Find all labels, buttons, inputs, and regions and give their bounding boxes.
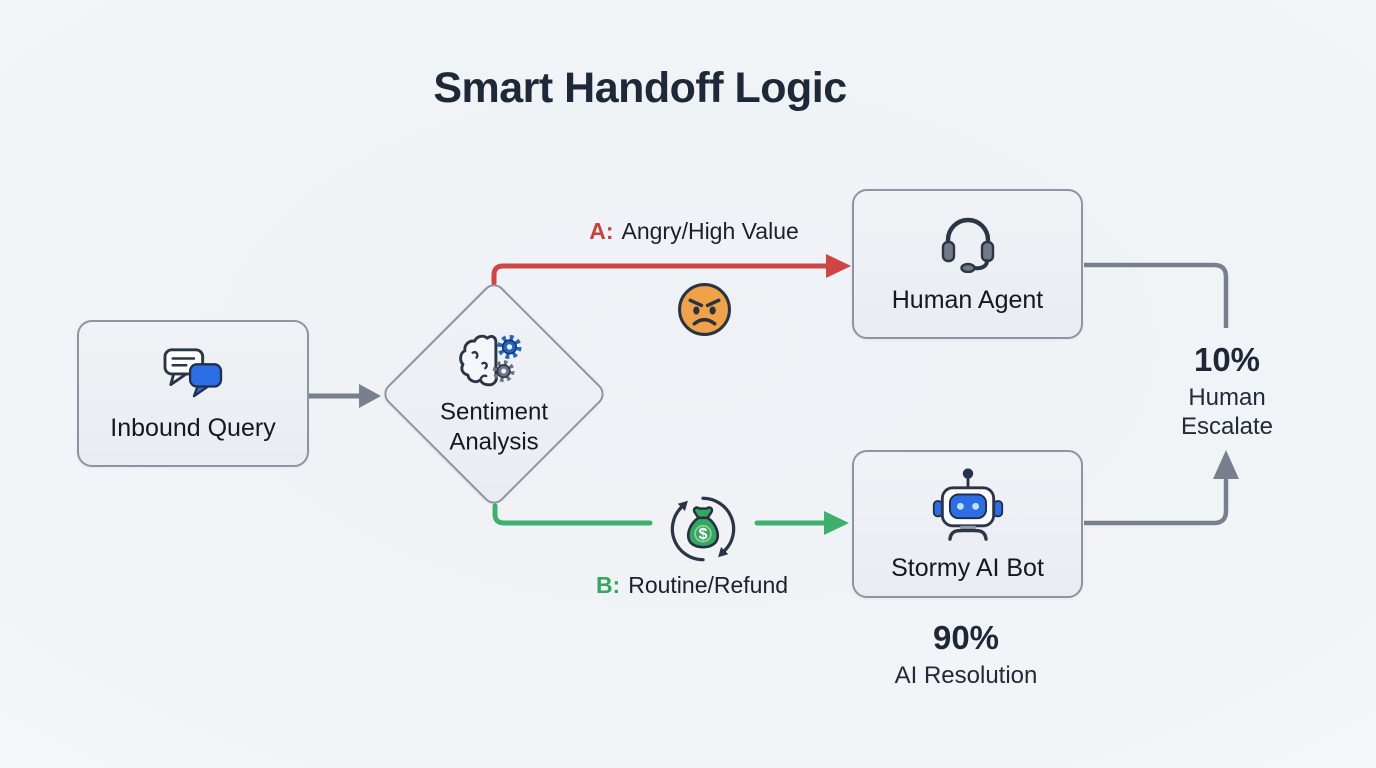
edge-branch-a-arrowhead [826, 254, 851, 278]
stat-human-escalate: 10% Human Escalate [1181, 341, 1273, 441]
gear-blue [497, 334, 522, 360]
edge-human-to-escalate [1084, 262, 1229, 328]
branch-a-prefix: A: [589, 218, 614, 244]
stat-ai-resolution: 90% AI Resolution [895, 619, 1038, 690]
money-symbol: $ [699, 526, 708, 543]
brain-gears-icon [459, 334, 522, 387]
gear-gray [492, 360, 515, 383]
node-sentiment-content: Sentiment Analysis [440, 331, 548, 458]
stat-human-escalate-line2: Escalate [1180, 413, 1274, 440]
stat-human-escalate-line1: Human [1188, 384, 1266, 411]
page-title: Smart Handoff Logic [433, 64, 847, 112]
stat-human-escalate-value: 10% [1193, 341, 1261, 378]
node-inbound-query: Inbound Query [77, 320, 309, 467]
edge-bot-escalate-arrowhead [1213, 450, 1239, 479]
node-human-agent: Human Agent [852, 189, 1083, 339]
node-sentiment-label-line2: Analysis [449, 428, 539, 456]
branch-b-text: Routine/Refund [628, 572, 789, 598]
node-inbound-label: Inbound Query [110, 413, 276, 442]
robot-icon [932, 468, 1003, 541]
edge-branch-a [491, 263, 830, 286]
node-sentiment-label-line1: Sentiment [439, 398, 549, 426]
branch-b-label: B: Routine/Refund [596, 572, 788, 599]
node-stormy-ai-bot: Stormy AI Bot [852, 450, 1083, 598]
money-refund-icon: $ [663, 489, 743, 569]
node-stormy-ai-bot-label: Stormy AI Bot [891, 554, 1044, 582]
edge-bot-to-escalate [1084, 478, 1229, 526]
stat-ai-resolution-value: 90% [932, 619, 1000, 656]
edge-branch-b-left [492, 503, 653, 526]
stat-ai-resolution-label: AI Resolution [894, 662, 1038, 689]
edge-branch-b-arrowhead [824, 511, 849, 535]
branch-b-prefix: B: [595, 572, 621, 598]
chat-bubbles-icon [163, 347, 223, 397]
headset-icon [941, 217, 994, 273]
branch-a-label: A: Angry/High Value [589, 218, 799, 245]
node-human-agent-label: Human Agent [891, 286, 1044, 314]
branch-a-text: Angry/High Value [621, 218, 799, 244]
edge-inbound-arrowhead [359, 384, 381, 408]
angry-face-icon [676, 281, 733, 338]
